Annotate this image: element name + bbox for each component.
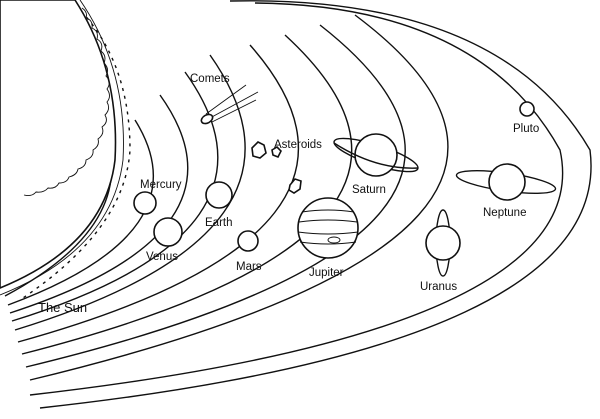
planet-uranus: [425, 209, 461, 277]
saturn-disc: [354, 133, 398, 177]
asteroid-1: [251, 141, 267, 159]
planet-saturn: [333, 133, 419, 177]
sun-corona-outline: [19, 0, 131, 301]
saturn-ring-front: [333, 142, 419, 169]
planet-mars: [237, 230, 259, 252]
label-venus: Venus: [146, 251, 178, 263]
orbit-jupiter: [17, 44, 300, 343]
uranus-disc: [425, 225, 461, 261]
orbit-venus: [7, 119, 154, 306]
orbit-asteroid-belt: [14, 54, 246, 331]
planet-earth: [205, 181, 233, 209]
label-neptune: Neptune: [483, 207, 526, 219]
label-sun: The Sun: [38, 300, 87, 315]
label-mars: Mars: [236, 261, 262, 273]
orbit-neptune: [29, 14, 449, 381]
planet-venus: [153, 217, 183, 247]
orbit-pluto: [29, 2, 564, 396]
sun-disc: [0, 0, 117, 289]
sun-rim: [0, 0, 124, 296]
label-jupiter: Jupiter: [309, 267, 344, 279]
asteroid-3: [288, 178, 302, 194]
label-asteroids: Asteroids: [274, 139, 322, 151]
planet-neptune: [455, 163, 557, 201]
asteroid-2: [271, 145, 282, 159]
sun-flames: [23, 7, 110, 197]
label-earth: Earth: [205, 217, 233, 229]
label-uranus: Uranus: [420, 281, 457, 293]
label-pluto: Pluto: [513, 123, 539, 135]
jupiter-disc: [297, 197, 359, 259]
label-saturn: Saturn: [352, 184, 386, 196]
planet-pluto: [519, 101, 535, 117]
planet-jupiter: [297, 197, 359, 259]
orbit-outer: [39, 0, 592, 409]
comet-head: [200, 113, 214, 125]
orbit-uranus: [25, 24, 406, 368]
comet-tail: [205, 84, 259, 123]
planet-mercury: [133, 191, 157, 215]
label-mercury: Mercury: [140, 179, 182, 191]
comet: [200, 84, 259, 125]
sun: [0, 0, 131, 301]
orbits: [4, 0, 592, 409]
neptune-disc: [488, 163, 526, 201]
label-comets: Comets: [190, 73, 230, 85]
asteroids: [251, 141, 302, 194]
jupiter-bands: [297, 209, 359, 245]
